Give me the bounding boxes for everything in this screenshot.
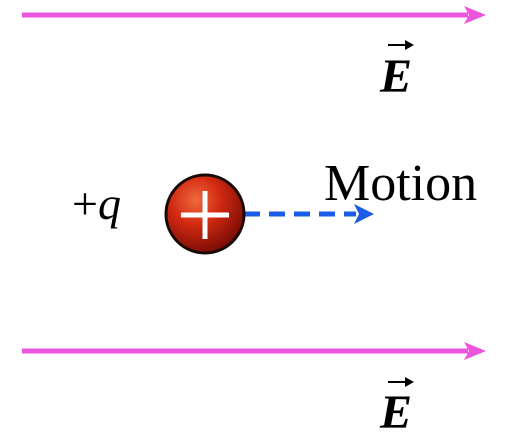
- positive-charge-particle: [164, 173, 246, 255]
- bottom-field-line: [22, 342, 486, 360]
- motion-label: Motion: [324, 155, 477, 212]
- charge-label-symbol: q: [98, 178, 121, 229]
- motion-arrow-head: [354, 204, 374, 224]
- top-field-label: E: [379, 40, 414, 103]
- top-field-line-arrowhead: [464, 6, 486, 24]
- bottom-field-symbol: E: [379, 386, 412, 435]
- bottom-field-line-arrowhead: [464, 342, 486, 360]
- bottom-vector-arrow-head: [405, 377, 414, 387]
- top-field-line: [22, 6, 486, 24]
- charge-label-sign: +: [72, 178, 98, 229]
- charge-label: +q: [72, 178, 121, 229]
- motion-arrow: [244, 204, 374, 224]
- top-vector-arrow-head: [405, 40, 414, 50]
- top-field-symbol: E: [379, 50, 412, 103]
- bottom-field-label: E: [379, 377, 414, 435]
